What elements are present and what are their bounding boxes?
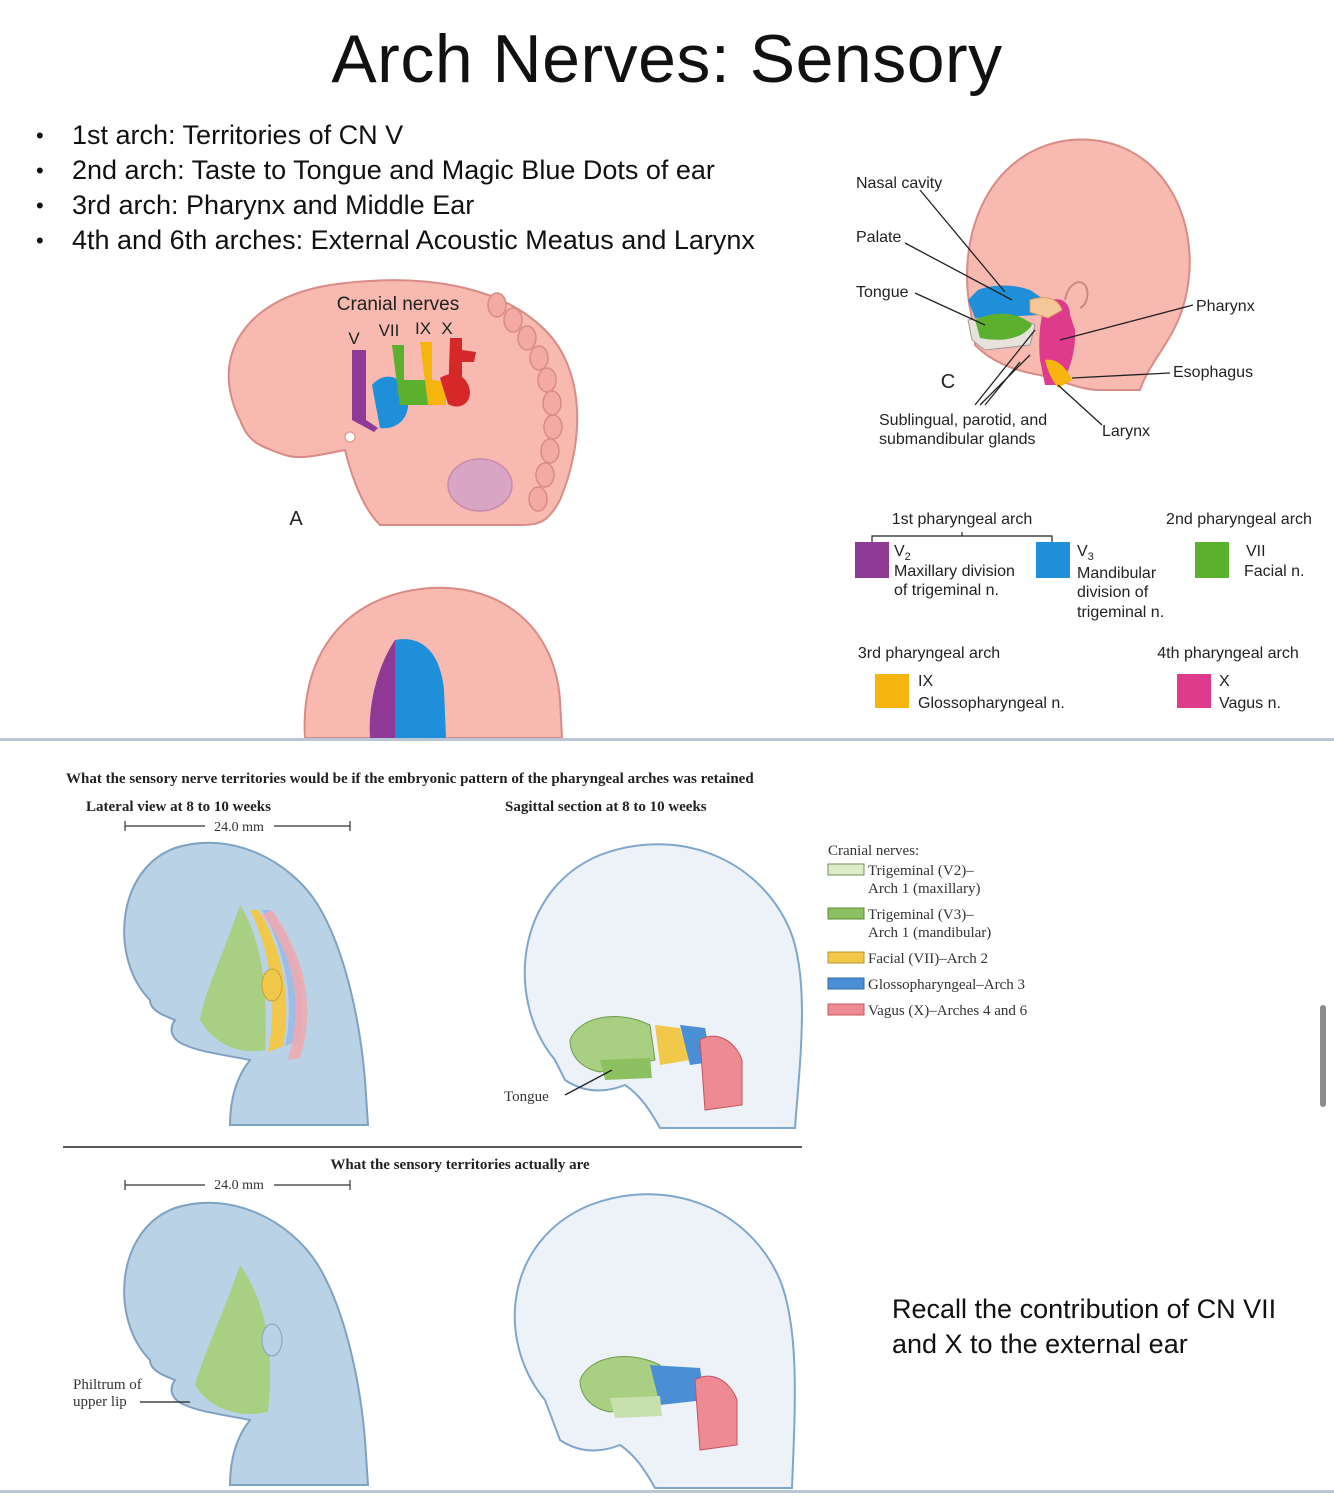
svg-text:V2: V2 xyxy=(894,543,911,563)
legend-ix-symbol: IX xyxy=(918,673,933,690)
nerve-label-v: V xyxy=(348,329,360,348)
label-tongue-sagittal: Tongue xyxy=(504,1089,549,1105)
legend-swatch-x xyxy=(827,1003,865,1016)
scale-bar-2 xyxy=(124,1180,351,1190)
slide-sensory-territories: What the sensory nerve territories would… xyxy=(0,742,1334,1490)
label-palate: Palate xyxy=(856,229,901,246)
legend-v2-line1: Maxillary division xyxy=(894,563,1015,580)
legend-swatch-vii xyxy=(827,951,865,964)
swatch-v2 xyxy=(855,542,889,578)
bullet-item: 2nd arch: Taste to Tongue and Magic Blue… xyxy=(36,153,755,188)
legend-v3-line2: Arch 1 (mandibular) xyxy=(868,925,991,941)
legend-title: Cranial nerves: xyxy=(828,843,919,859)
legend-x-symbol: X xyxy=(1219,673,1230,690)
arch-legend: 1st pharyngeal arch 2nd pharyngeal arch … xyxy=(855,511,1312,712)
scale-bar xyxy=(124,821,351,831)
label-philtrum-line2: upper lip xyxy=(73,1394,127,1410)
sagittal-section-actual xyxy=(513,1193,796,1489)
legend-ix-label: Glossopharyngeal–Arch 3 xyxy=(868,977,1025,993)
legend-ix-name: Glossopharyngeal n. xyxy=(918,695,1065,712)
label-nasal-cavity: Nasal cavity xyxy=(856,175,942,192)
label-esophagus: Esophagus xyxy=(1173,364,1253,381)
label-glands-line2: submandibular glands xyxy=(879,431,1036,448)
legend-vii-name: Facial n. xyxy=(1244,563,1304,580)
figure-a-heading: Cranial nerves xyxy=(337,294,460,315)
legend-v2-subscript: 2 xyxy=(905,551,911,563)
caption-sagittal-section: Sagittal section at 8 to 10 weeks xyxy=(505,799,707,815)
nerve-label-vii: VII xyxy=(379,321,400,340)
legend-v3-symbol: V xyxy=(1077,543,1088,560)
legend-swatch-v2 xyxy=(827,863,865,876)
embryo-head-lateral-embryonic xyxy=(123,841,370,1126)
embryo-figure-a: Cranial nerves V VII IX X A xyxy=(227,138,1312,738)
swatch-ix xyxy=(875,674,909,708)
label-larynx: Larynx xyxy=(1102,423,1150,440)
legend-v3-line1: Mandibular xyxy=(1077,565,1157,582)
scale-label-2: 24.0 mm xyxy=(214,1178,264,1193)
legend-arch2: 2nd pharyngeal arch xyxy=(1166,511,1312,528)
legend-arch4: 4th pharyngeal arch xyxy=(1157,645,1298,662)
embryo-illustration xyxy=(227,279,579,526)
legend-v2-symbol: V xyxy=(894,543,905,560)
face-figure-b xyxy=(303,586,564,738)
label-tongue: Tongue xyxy=(856,284,909,301)
caption-embryonic-pattern: What the sensory nerve territories would… xyxy=(66,771,754,787)
legend-v2-line2: of trigeminal n. xyxy=(894,582,999,599)
nerve-label-ix: IX xyxy=(415,319,431,338)
netter-figure: What the sensory nerve territories would… xyxy=(63,771,1028,1489)
swatch-x xyxy=(1177,674,1211,708)
caption-actual-territories: What the sensory territories actually ar… xyxy=(330,1157,590,1173)
slide-title: Arch Nerves: Sensory xyxy=(331,21,1003,97)
recall-note: Recall the contribution of CN VII and X … xyxy=(892,1294,1277,1359)
bullet-list: 1st arch: Territories of CN V 2nd arch: … xyxy=(36,118,755,258)
legend-v2-line2: Arch 1 (maxillary) xyxy=(868,881,980,897)
legend-v2-line1: Trigeminal (V2)– xyxy=(868,863,974,879)
label-philtrum-line1: Philtrum of xyxy=(73,1377,142,1393)
figure-a-panel-letter: A xyxy=(289,508,303,530)
label-glands-line1: Sublingual, parotid, and xyxy=(879,412,1047,429)
legend-v3-line2: division of xyxy=(1077,584,1149,601)
bullet-item: 1st arch: Territories of CN V xyxy=(36,118,755,153)
bullet-item: 4th and 6th arches: External Acoustic Me… xyxy=(36,223,755,258)
legend-x-name: Vagus n. xyxy=(1219,695,1281,712)
sagittal-section-embryonic xyxy=(523,843,803,1129)
legend-swatch-ix xyxy=(827,977,865,990)
legend-x-label: Vagus (X)–Arches 4 and 6 xyxy=(868,1003,1028,1019)
fetal-head-figure-c xyxy=(904,138,1194,426)
nerve-territory-legend: Cranial nerves: Trigeminal (V2)– Arch 1 … xyxy=(827,843,1028,1019)
legend-arch1: 1st pharyngeal arch xyxy=(892,511,1033,528)
scale-label: 24.0 mm xyxy=(214,820,264,835)
swatch-vii xyxy=(1195,542,1229,578)
caption-lateral-view: Lateral view at 8 to 10 weeks xyxy=(86,799,271,815)
vertical-scrollbar[interactable] xyxy=(1320,1005,1326,1107)
legend-v3-line3: trigeminal n. xyxy=(1077,604,1164,621)
legend-vii-symbol: VII xyxy=(1246,543,1266,560)
slide-divider xyxy=(0,738,1334,741)
legend-vii-label: Facial (VII)–Arch 2 xyxy=(868,951,988,967)
embryo-head-lateral-actual xyxy=(123,1201,370,1486)
legend-v3-line1: Trigeminal (V3)– xyxy=(868,907,974,923)
svg-text:V3: V3 xyxy=(1077,543,1094,563)
bullet-item: 3rd arch: Pharynx and Middle Ear xyxy=(36,188,755,223)
legend-swatch-v3 xyxy=(827,907,865,920)
legend-v3-subscript: 3 xyxy=(1088,551,1094,563)
label-pharynx: Pharynx xyxy=(1196,298,1255,315)
legend-arch3: 3rd pharyngeal arch xyxy=(858,645,1000,662)
swatch-v3 xyxy=(1036,542,1070,578)
nerve-label-x: X xyxy=(441,319,452,338)
slide-arch-nerves: Arch Nerves: Sensory 1st arch: Territori… xyxy=(0,0,1334,738)
bottom-divider xyxy=(0,1490,1334,1493)
figure-c-panel-letter: C xyxy=(941,371,955,393)
